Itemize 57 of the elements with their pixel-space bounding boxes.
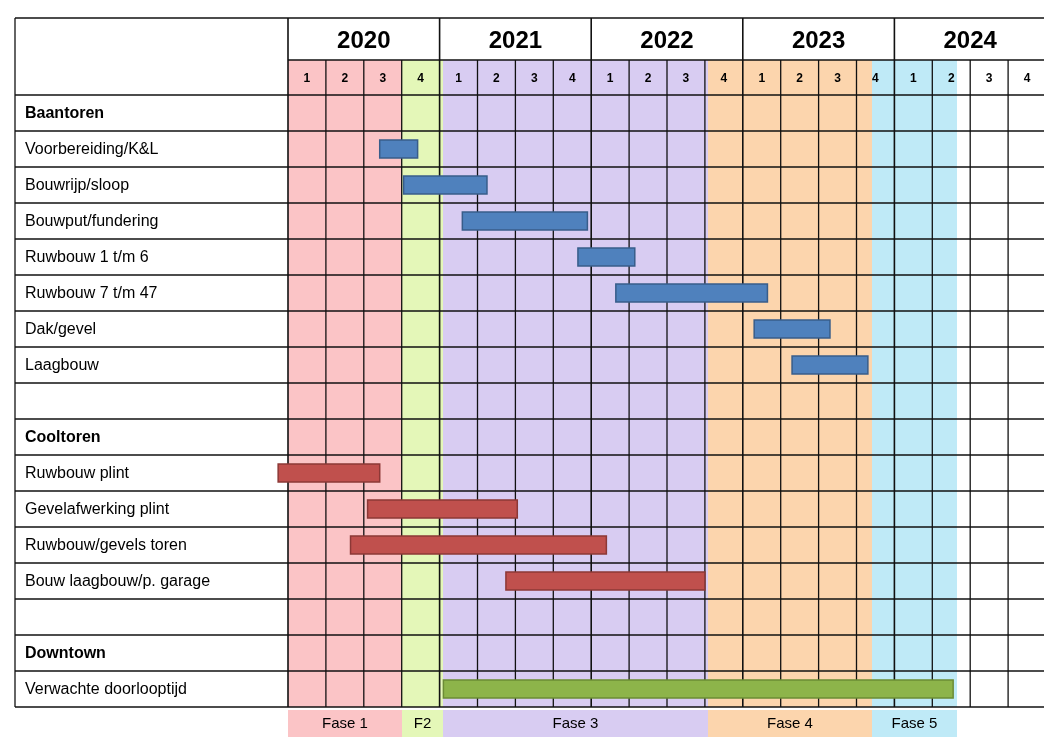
year-label: 2020 [336,28,392,52]
phase-label: F2 [402,710,443,737]
quarter-label: 4 [871,72,880,84]
task-bar [505,571,706,591]
task-bar [378,139,419,159]
task-label: Bouw laagbouw/p. garage [25,573,211,589]
quarter-label: 3 [681,72,691,84]
task-label: Bouwput/fundering [25,213,159,229]
quarter-label: 4 [567,72,577,84]
year-label: 2024 [942,28,998,52]
quarter-label: 3 [378,72,388,84]
task-bar [442,679,954,699]
task-bar [461,211,589,231]
task-bar [577,247,636,267]
task-label: Bouwrijp/sloop [25,177,130,193]
task-bar [753,319,831,339]
task-label: Laagbouw [25,357,99,373]
phase-label: Fase 1 [288,710,402,737]
year-label: 2022 [639,28,695,52]
quarter-label: 2 [946,72,956,84]
quarter-label: 4 [416,72,425,84]
group-heading: Baantoren [25,105,105,121]
task-bar [349,535,608,555]
task-label: Verwachte doorlooptijd [25,681,187,697]
group-heading: Downtown [25,645,106,661]
year-label: 2021 [487,28,544,52]
task-label: Ruwbouw 7 t/m 47 [25,285,158,301]
quarter-label: 2 [340,72,350,84]
task-bar [402,175,488,195]
task-label: Ruwbouw/gevels toren [25,537,187,553]
quarter-label: 1 [302,72,312,84]
quarter-label: 1 [454,72,463,84]
task-label: Ruwbouw 1 t/m 6 [25,249,149,265]
quarter-label: 4 [719,72,729,84]
task-bar [791,355,869,375]
quarter-label: 3 [833,72,842,84]
quarter-label: 1 [909,72,918,84]
quarter-label: 2 [795,72,804,84]
quarter-label: 4 [1022,72,1032,84]
phase-label: Fase 5 [872,710,957,737]
quarter-label: 3 [530,72,539,84]
quarter-label: 3 [984,72,994,84]
quarter-label: 1 [605,72,615,84]
group-heading: Cooltoren [25,429,101,445]
task-label: Gevelafwerking plint [25,501,170,517]
task-label: Dak/gevel [25,321,97,337]
phase-label: Fase 4 [708,710,872,737]
quarter-label: 2 [492,72,501,84]
task-label: Voorbereiding/K&L [25,141,159,157]
task-label: Ruwbouw plint [25,465,130,481]
phase-label: Fase 3 [443,710,708,737]
task-bar [366,499,519,519]
quarter-label: 2 [643,72,653,84]
year-label: 2023 [790,28,847,52]
task-bar [277,463,381,483]
task-bar [615,283,769,303]
quarter-label: 1 [757,72,767,84]
